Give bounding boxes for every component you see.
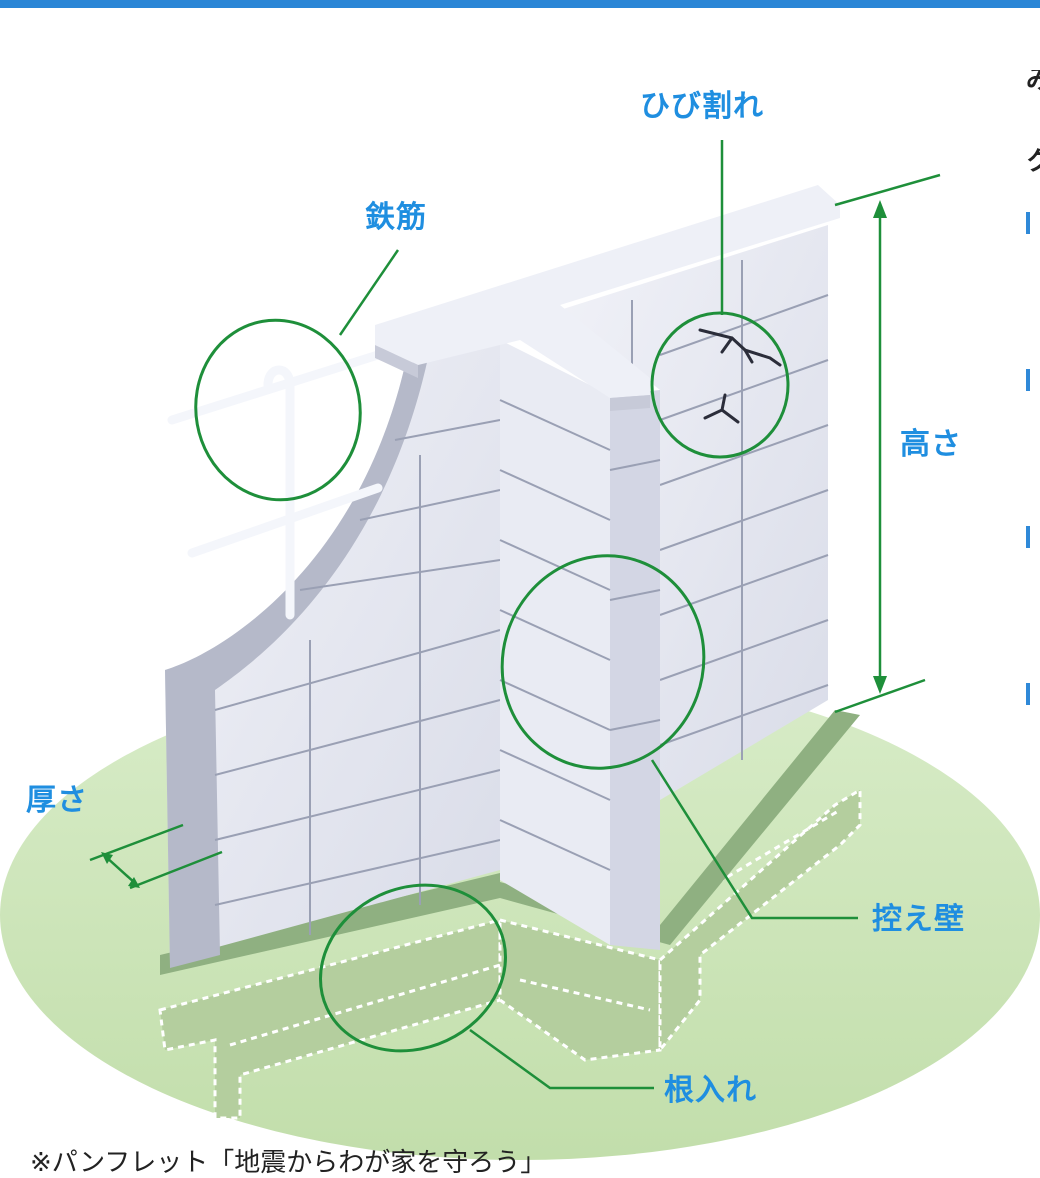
side-marker <box>1026 369 1040 391</box>
rebar-label: 鉄筋 <box>365 200 427 235</box>
side-marker <box>1026 526 1040 548</box>
left-wall <box>165 340 501 968</box>
side-text-line: ク <box>1026 147 1040 177</box>
embedment-leader <box>469 1028 654 1090</box>
crack-label: ひび割れ <box>640 89 764 124</box>
buttress-label: 控え壁 <box>872 902 965 937</box>
side-text-line: み <box>1026 70 1040 95</box>
right-wall <box>560 225 829 800</box>
dimension-arrowheads <box>101 200 887 888</box>
height-label: 高さ <box>900 427 962 462</box>
top-bar <box>0 0 1040 8</box>
thickness-dimension <box>104 855 137 885</box>
buttress-leader <box>650 759 858 920</box>
side-marker <box>1026 212 1040 234</box>
side-marker <box>1026 683 1040 705</box>
crack-marks <box>698 328 782 424</box>
buttress-circle <box>500 554 706 770</box>
foundation <box>158 787 862 1120</box>
rebar-circle <box>194 318 362 502</box>
height-top-ext <box>834 173 941 207</box>
footnote: ※パンフレット「地震からわが家を守ろう」 <box>30 1148 547 1178</box>
rebar <box>167 343 405 620</box>
embedment-label: 根入れ <box>664 1073 757 1108</box>
wall-base <box>160 710 860 975</box>
height-bottom-ext <box>834 678 926 714</box>
crack-circle <box>650 311 790 459</box>
thickness-ext-inner <box>129 850 223 890</box>
rebar-leader <box>338 249 400 336</box>
embedment-circle <box>319 883 507 1053</box>
thickness-label: 厚さ <box>26 783 88 818</box>
side-panel-clipped: み ク <box>1026 70 1040 840</box>
coping <box>375 185 840 411</box>
buttress <box>499 340 661 950</box>
